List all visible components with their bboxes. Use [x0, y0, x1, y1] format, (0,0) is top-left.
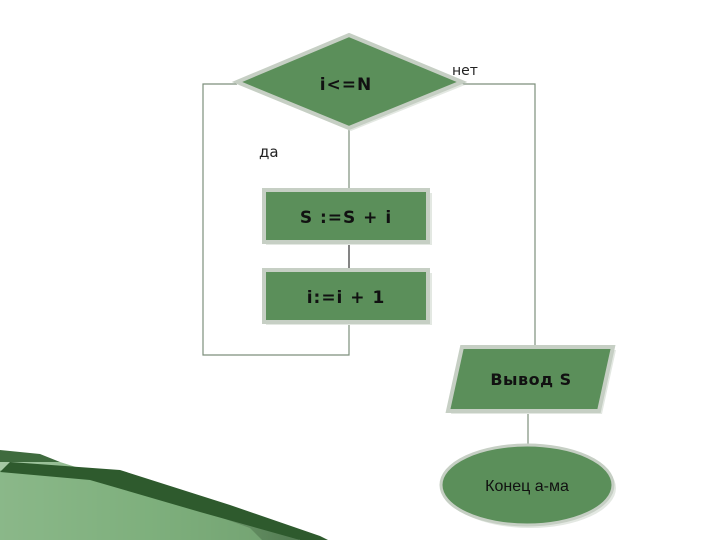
decorative-stripes [0, 450, 328, 540]
loop-back-line [202, 83, 350, 356]
end-text: Конец а-ма [485, 478, 569, 495]
process-box-increment: i:=i + 1 [262, 268, 432, 325]
condition-text: i<=N [320, 75, 373, 95]
no-line [462, 83, 536, 347]
connectors [202, 83, 536, 448]
no-label: нет [452, 63, 478, 79]
yes-label: да [259, 143, 279, 161]
step1-text: S :=S + i [300, 208, 392, 228]
output-parallelogram: Вывод S [445, 345, 616, 414]
output-text: Вывод S [490, 370, 571, 389]
end-terminal: Конец а-ма [439, 443, 616, 528]
step2-text: i:=i + 1 [307, 288, 386, 308]
decision-shape: i<=N [231, 32, 468, 131]
process-box-sum: S :=S + i [262, 188, 432, 245]
